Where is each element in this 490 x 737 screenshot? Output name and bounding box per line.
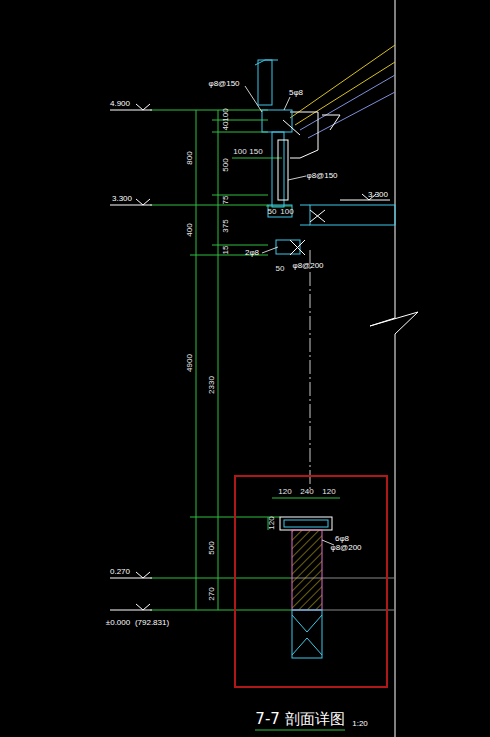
annotation-text: ±0.000	[106, 619, 130, 627]
annotation-text: 6φ8	[335, 535, 349, 543]
elevation-marks	[110, 104, 390, 610]
dimension-text: 75	[222, 196, 230, 205]
annotation-text: 3.300	[368, 191, 388, 199]
annotation-text: 1:20	[352, 720, 368, 728]
dimension-text: 500	[208, 541, 216, 554]
dimension-text: 500	[222, 158, 230, 171]
dimension-text: 800	[186, 151, 194, 164]
detail-frame	[235, 476, 387, 687]
annotation-text: 120	[278, 488, 291, 496]
annotation-text: 50	[268, 208, 277, 216]
beam-section	[280, 517, 332, 530]
window-frame	[255, 60, 305, 255]
annotation-text: φ8@200	[330, 544, 361, 552]
roof-slab	[290, 45, 395, 158]
dimension-text: 120	[268, 516, 276, 529]
floor-slab	[300, 205, 395, 225]
right-break-line	[370, 0, 418, 737]
annotation-text: 4.900	[110, 100, 130, 108]
center-line	[310, 250, 311, 490]
dimension-text: 15	[222, 246, 230, 255]
dimension-text: 100	[222, 108, 230, 121]
leader-lines	[245, 86, 334, 545]
annotation-text: 100	[233, 148, 246, 156]
annotation-text: 0.270	[110, 568, 130, 576]
dimension-text: 40	[222, 122, 230, 131]
annotation-text: 120	[322, 488, 335, 496]
dimension-lines	[150, 110, 340, 610]
drawing-title: 7-7 剖面详图	[255, 710, 344, 729]
annotation-text: 2φ8	[245, 249, 259, 257]
dimension-text: 270	[208, 587, 216, 600]
dimension-text: 375	[222, 219, 230, 232]
annotation-text: 240	[300, 488, 313, 496]
column-section	[292, 530, 322, 658]
dimension-text: 2330	[208, 376, 216, 394]
dimension-text: 4900	[186, 354, 194, 372]
annotation-text: φ8@150	[208, 80, 239, 88]
annotation-text: φ8@200	[292, 262, 323, 270]
annotation-text: 5φ8	[289, 89, 303, 97]
dimension-text: 400	[186, 223, 194, 236]
title-underline	[255, 730, 345, 731]
annotation-text: 150	[249, 148, 262, 156]
annotation-text: (792.831)	[135, 619, 169, 627]
annotation-text: 50	[276, 265, 285, 273]
annotation-text: 100	[280, 208, 293, 216]
annotation-text: 3.300	[112, 195, 132, 203]
annotation-text: φ8@150	[306, 172, 337, 180]
